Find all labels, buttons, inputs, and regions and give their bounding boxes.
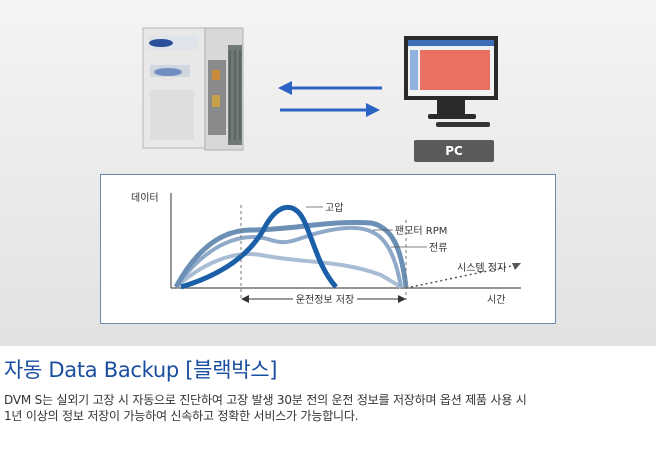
pc-label-badge: PC <box>414 140 494 162</box>
hero-image-area: PC 데이터 시간 운전정보 저장 <box>0 0 656 346</box>
high-pressure-curve <box>180 204 338 290</box>
storage-label-bg <box>293 292 357 306</box>
storage-span-arrow-left <box>241 295 249 303</box>
storage-label: 운전정보 저장 <box>296 294 354 306</box>
current-label: 전류 <box>429 242 447 254</box>
system-stop-line <box>405 264 517 289</box>
system-stop-arrowhead <box>512 263 521 270</box>
section-title: 자동 Data Backup [블랙박스] <box>4 358 278 382</box>
description-line-2: 1년 이상의 정보 저장이 가능하여 신속하고 정확한 서비스가 가능합니다. <box>4 409 359 423</box>
transfer-arrows <box>278 81 382 117</box>
system-stop-label: 시스템 정지 <box>457 262 506 274</box>
y-axis-label: 데이터 <box>131 192 159 204</box>
light-curve <box>174 252 403 289</box>
storage-span-arrow-right <box>398 295 406 303</box>
data-backup-diagram-panel: 데이터 시간 운전정보 저장 고압 팬모터 RPM <box>100 174 556 324</box>
current-curve <box>174 225 403 289</box>
hero-illustration <box>142 27 498 151</box>
x-axis-label: 시간 <box>487 294 505 306</box>
description-line-1: DVM S는 실외기 고장 시 자동으로 진단하여 고장 발생 30분 전의 운… <box>4 393 527 407</box>
pc-monitor-image <box>404 36 498 127</box>
outdoor-unit-image <box>142 27 244 151</box>
high-pressure-label: 고압 <box>325 201 343 214</box>
data-backup-diagram: 데이터 시간 운전정보 저장 고압 팬모터 RPM <box>131 192 521 306</box>
section-description: DVM S는 실외기 고장 시 자동으로 진단하여 고장 발생 30분 전의 운… <box>4 392 652 424</box>
fan-motor-label: 팬모터 RPM <box>395 225 447 237</box>
